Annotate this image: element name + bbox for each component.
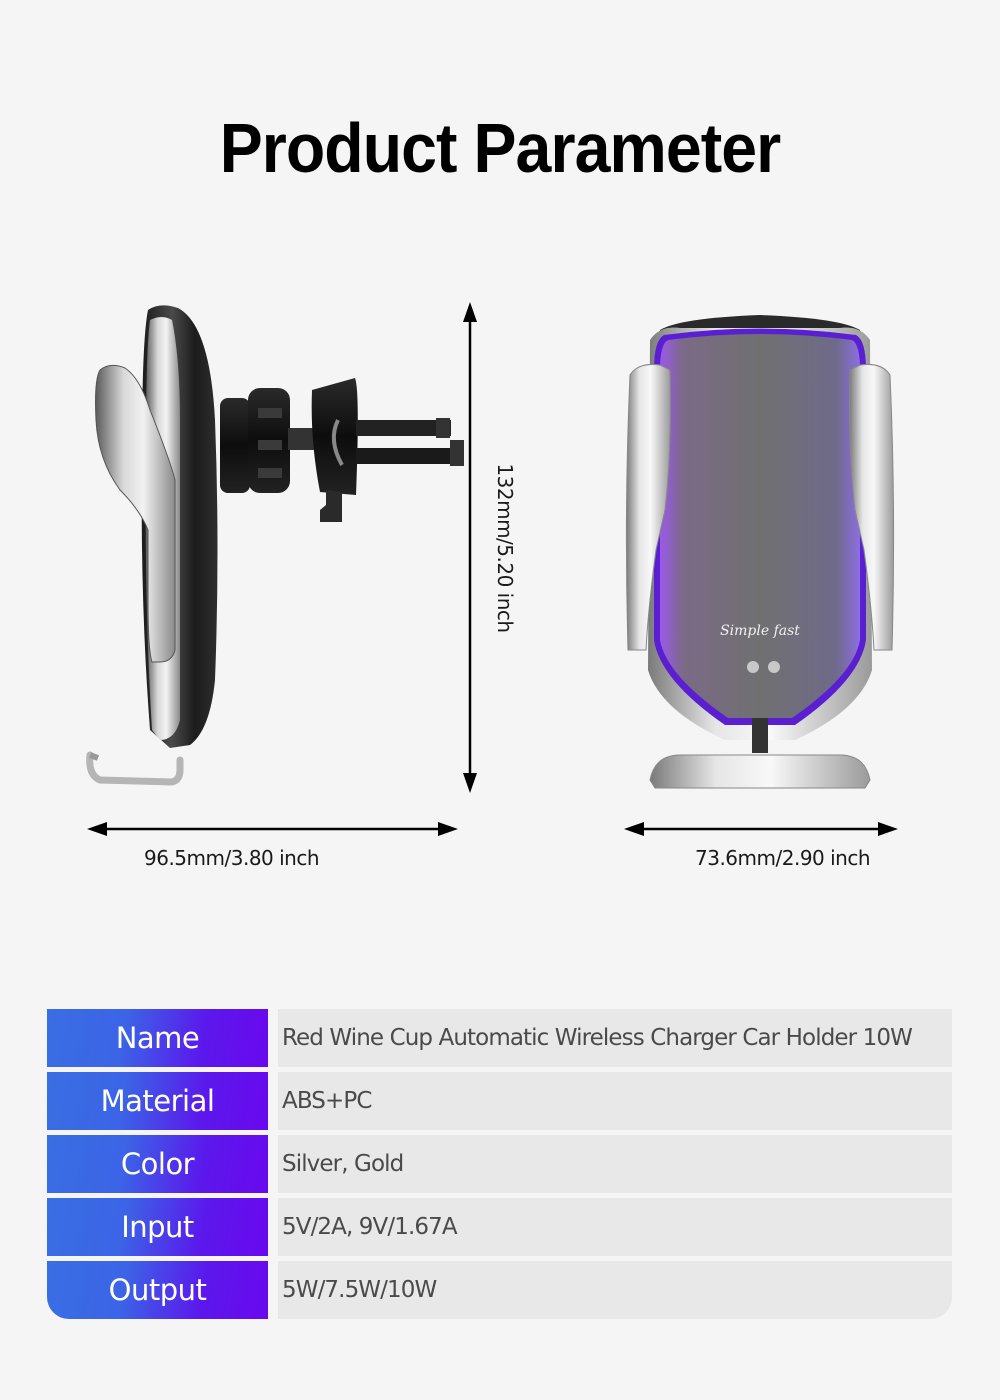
side-width-dimension-label: 96.5mm/3.80 inch — [144, 846, 320, 870]
spec-row-input: Input 5V/2A, 9V/1.67A — [47, 1198, 952, 1256]
spec-row-name: Name Red Wine Cup Automatic Wireless Cha… — [47, 1009, 952, 1067]
spec-row-output: Output 5W/7.5W/10W — [47, 1261, 952, 1319]
spec-label: Output — [47, 1261, 268, 1319]
spec-value: Red Wine Cup Automatic Wireless Charger … — [278, 1009, 952, 1067]
product-front-view-image: Simple fast — [625, 315, 895, 789]
spec-label: Input — [47, 1198, 268, 1256]
spec-value: Silver, Gold — [278, 1135, 952, 1193]
height-dimension-arrow — [463, 302, 477, 793]
spec-row-color: Color Silver, Gold — [47, 1135, 952, 1193]
product-side-view-image — [86, 305, 464, 786]
spec-value: 5W/7.5W/10W — [278, 1261, 952, 1319]
page-title: Product Parameter — [219, 109, 782, 187]
brand-logo: Simple fast — [720, 623, 800, 639]
front-width-dimension-label: 73.6mm/2.90 inch — [695, 846, 871, 870]
spec-table: Name Red Wine Cup Automatic Wireless Cha… — [47, 1009, 952, 1324]
spec-value: ABS+PC — [278, 1072, 952, 1130]
spec-label: Material — [47, 1072, 268, 1130]
spec-label: Color — [47, 1135, 268, 1193]
front-width-dimension-arrow — [624, 822, 898, 836]
spec-row-material: Material ABS+PC — [47, 1072, 952, 1130]
spec-label: Name — [47, 1009, 268, 1067]
height-dimension-label: 132mm/5.20 inch — [493, 463, 517, 633]
side-width-dimension-arrow — [87, 822, 458, 836]
spec-value: 5V/2A, 9V/1.67A — [278, 1198, 952, 1256]
